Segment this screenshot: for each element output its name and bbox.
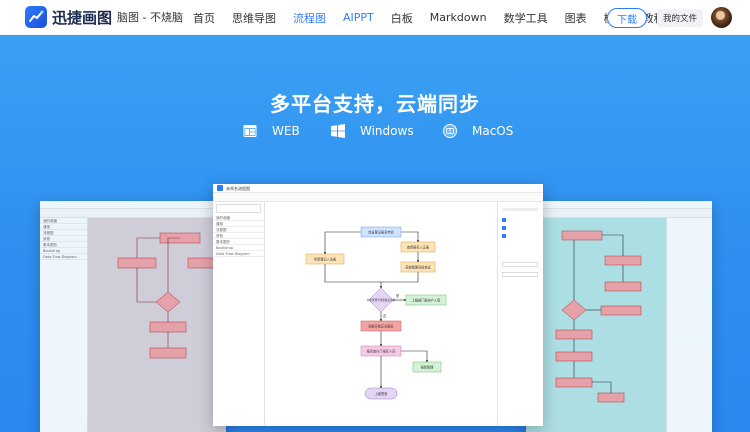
flow-node	[360, 226, 402, 238]
flow-node-label: 上级部门发布产入库	[412, 298, 441, 303]
panel-checkbox[interactable]	[502, 218, 506, 222]
flow-node-label: 信息登记报名申请	[368, 230, 394, 235]
screenshot-toolbar	[526, 209, 712, 218]
sidebar-row[interactable]: 流程图	[213, 227, 264, 233]
flow-node-label: 报名查办了报名人员	[367, 349, 396, 354]
platform-web-label: WEB	[272, 124, 300, 138]
flow-node-label: 调查开始正式报名	[368, 324, 394, 329]
screenshot-titlebar	[40, 201, 226, 209]
nav-item-charts[interactable]: 图表	[564, 11, 587, 25]
sidebar-row: Data Flow Diagram	[40, 254, 87, 260]
platform-windows: Windows	[331, 124, 414, 138]
panel-select[interactable]	[502, 272, 538, 277]
flow-node	[405, 294, 447, 306]
sidebar-row[interactable]: 通用	[213, 221, 264, 227]
sidebar-row[interactable]: Data Flow Diagram	[213, 251, 264, 257]
screenshot-properties-panel	[666, 218, 712, 432]
nav-item-aippt[interactable]: AIPPT	[343, 11, 374, 24]
screenshot-sidebar: 我的收藏 通用 流程图 其他 基本图形 Bootstrap Data Flow …	[40, 218, 88, 432]
flow-node-label: 文化管理学生资格证审核	[367, 298, 396, 302]
panel-tab-bar	[502, 208, 538, 211]
nav-item-mindmap[interactable]: 思维导图	[232, 11, 276, 25]
nav-item-math-tools[interactable]: 数学工具	[503, 11, 548, 25]
platform-macos: MacOS	[443, 124, 513, 138]
windows-logo-icon	[331, 124, 345, 138]
web-window-icon	[243, 125, 257, 137]
nav-item-flowchart[interactable]: 流程图	[293, 11, 326, 25]
user-avatar[interactable]	[711, 7, 732, 28]
flow-node-label: 上级签到	[375, 391, 388, 396]
sidebar-row[interactable]: 我的收藏	[213, 215, 264, 221]
brand-name: 迅捷画图	[52, 8, 113, 27]
sidebar-row: 流程图	[40, 230, 87, 236]
platform-list: WEB Windows MacOS	[0, 124, 750, 144]
top-navbar: 迅捷画图 脑图 - 不烧脑 首页 思维导图 流程图 AIPPT 白板 Markd…	[0, 0, 750, 35]
sidebar-row: Bootstrap	[40, 248, 87, 254]
mac-finder-icon	[443, 124, 457, 138]
flow-decision-node	[368, 287, 394, 313]
sidebar-row: 我的收藏	[40, 218, 87, 224]
flow-node	[360, 345, 402, 357]
platform-windows-label: Windows	[360, 124, 414, 138]
screenshot-titlebar: 未命名流程图	[213, 184, 543, 193]
screenshot-canvas: 信息登记报名申请 拿着登记入注册 查看报名入正册 高校管理员前查证 文化管理学生…	[265, 202, 497, 426]
flow-node-label: 拿着登记入注册	[314, 257, 337, 262]
flowchart-preview	[117, 232, 221, 359]
flow-node-label: 查看报名入正册	[407, 245, 430, 250]
brand-mark-icon	[25, 6, 47, 28]
flow-node	[360, 320, 402, 332]
brand-logo[interactable]: 迅捷画图 脑图 - 不烧脑	[25, 6, 183, 28]
sidebar-row: 其他	[40, 236, 87, 242]
sidebar-row[interactable]: 基本图形	[213, 239, 264, 245]
screenshot-properties-panel	[497, 202, 543, 426]
my-files-button[interactable]: 我的文件	[657, 9, 703, 27]
screenshot-macos	[526, 201, 712, 432]
panel-checkbox[interactable]	[502, 226, 506, 230]
flow-node	[400, 241, 436, 253]
screenshot-canvas	[526, 218, 666, 432]
flow-node-label: 高校管理员前查证	[405, 265, 431, 270]
panel-select[interactable]	[502, 262, 538, 267]
screenshot-toolbar	[40, 209, 226, 218]
screenshot-toolbar	[213, 193, 543, 202]
flow-node-label: 报到管理	[421, 365, 435, 370]
nav-item-whiteboard[interactable]: 白板	[390, 11, 413, 25]
shape-search-input[interactable]	[216, 204, 261, 213]
flow-node	[305, 253, 345, 265]
nav-item-markdown[interactable]: Markdown	[429, 11, 487, 24]
sidebar-row: 通用	[40, 224, 87, 230]
platform-web: WEB	[243, 124, 300, 138]
edge-label: 否	[383, 314, 387, 318]
hero-banner: 多平台支持，云端同步 WEB Windows	[0, 35, 750, 432]
brand-slogan: 脑图 - 不烧脑	[117, 11, 183, 24]
platform-macos-label: MacOS	[472, 124, 514, 138]
hero-title: 多平台支持，云端同步	[270, 92, 480, 116]
edge-label: 是	[396, 293, 400, 298]
document-title: 未命名流程图	[226, 186, 250, 191]
nav-item-home[interactable]: 首页	[193, 11, 215, 25]
sidebar-row: 基本图形	[40, 242, 87, 248]
screenshot-canvas	[88, 218, 226, 432]
flowchart-preview: 信息登记报名申请 拿着登记入注册 查看报名入正册 高校管理员前查证 文化管理学生…	[305, 226, 447, 400]
screenshot-windows: 我的收藏 通用 流程图 其他 基本图形 Bootstrap Data Flow …	[40, 201, 226, 432]
download-button[interactable]: 下载	[607, 8, 647, 28]
app-logo-icon	[217, 185, 223, 191]
screenshot-titlebar	[526, 201, 712, 209]
flow-node	[400, 261, 436, 273]
flowchart-preview	[555, 230, 642, 403]
panel-checkbox[interactable]	[502, 234, 506, 238]
flow-terminal-node	[364, 387, 398, 400]
sidebar-row[interactable]: 其他	[213, 233, 264, 239]
screenshot-web: 未命名流程图 我的收藏 通用 流程图 其他 基本图形 Bootstrap Dat…	[213, 184, 543, 426]
sidebar-row[interactable]: Bootstrap	[213, 245, 264, 251]
flow-node	[412, 361, 442, 373]
screenshot-sidebar: 我的收藏 通用 流程图 其他 基本图形 Bootstrap Data Flow …	[213, 202, 265, 426]
